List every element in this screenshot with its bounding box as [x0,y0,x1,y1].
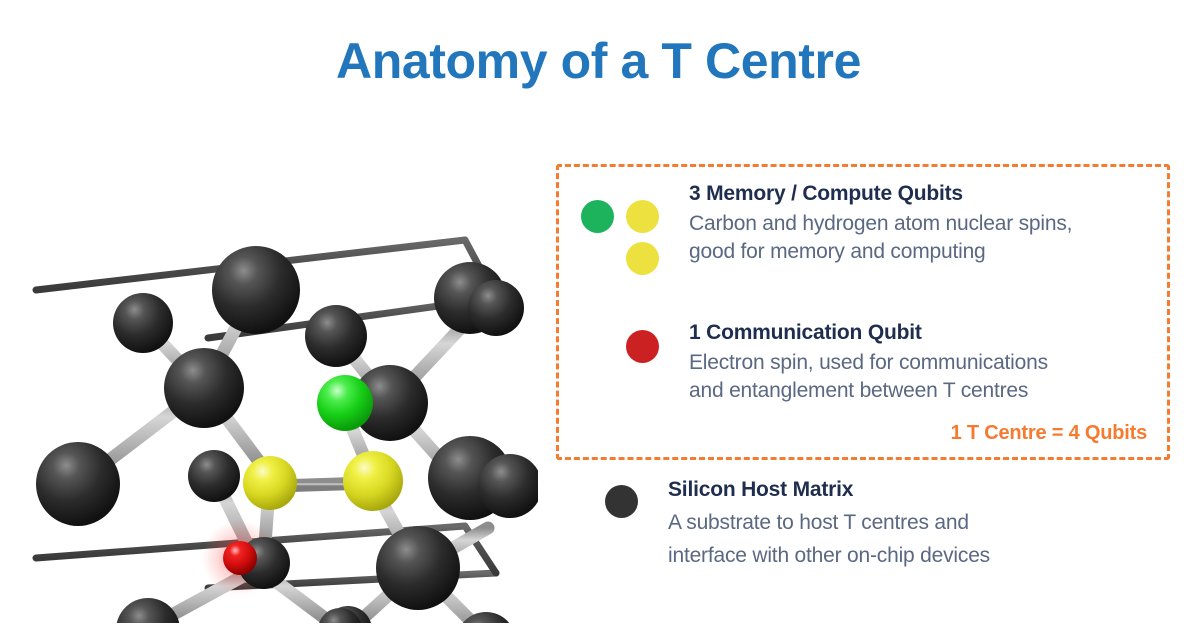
hydrogen-qubit-atom [317,375,373,431]
legend-heading-memory: 3 Memory / Compute Qubits [689,182,963,205]
carbon-qubit-atom [343,451,403,511]
legend-body-silicon-line1: A substrate to host T centres and [668,510,969,534]
legend-body-silicon-line2: interface with other on-chip devices [668,544,990,568]
legend-body-memory-line2: good for memory and computing [689,239,986,263]
communication-qubit-atom [223,541,257,575]
red-qubit-dot-icon [626,330,659,363]
silicon-atoms-back [36,246,538,623]
silicon-atoms-mid [164,348,460,610]
silicon-atom [478,454,538,518]
legend-body-communication-line1: Electron spin, used for communications [689,350,1048,374]
carbon-qubit-atom [243,456,297,510]
legend-body-communication-line2: and entanglement between T centres [689,378,1029,402]
t-centre-total-label: 1 T Centre = 4 Qubits [950,422,1148,444]
legend-item-silicon-host-matrix: Silicon Host Matrix A substrate to host … [556,477,1170,617]
silicon-atom [468,280,524,336]
page-title: Anatomy of a T Centre [336,33,861,89]
silicon-atom [188,450,240,502]
legend-heading-communication: 1 Communication Qubit [689,321,922,344]
legend-text-silicon: Silicon Host Matrix A substrate to host … [668,477,1148,572]
qubit-legend-box: 3 Memory / Compute Qubits Carbon and hyd… [556,164,1170,460]
silicon-atom [113,293,173,353]
silicon-atom [376,526,460,610]
silicon-atom [462,612,510,623]
legend-dots-silicon [556,477,664,557]
legend-dots-memory [577,181,685,275]
legend-text-memory: 3 Memory / Compute Qubits Carbon and hyd… [689,181,1169,265]
silicon-atom [352,365,428,441]
yellow-qubit-dot-icon [626,242,659,275]
silicon-dot-icon [605,485,638,518]
silicon-atom [212,246,300,334]
t-centre-crystal-lattice-figure [18,118,538,623]
green-qubit-dot-icon [581,200,614,233]
silicon-atom [319,608,361,623]
legend-dots-communication [577,320,685,400]
silicon-atom [164,348,244,428]
qubit-legend-box-wrapper: 3 Memory / Compute Qubits Carbon and hyd… [556,164,1170,460]
legend-heading-silicon: Silicon Host Matrix [668,478,854,501]
silicon-atom [305,305,367,367]
legend-text-communication: 1 Communication Qubit Electron spin, use… [689,320,1169,404]
yellow-qubit-dot-icon [626,200,659,233]
silicon-atom [36,442,120,526]
silicon-atom [116,598,180,623]
legend-body-memory-line1: Carbon and hydrogen atom nuclear spins, [689,211,1073,235]
